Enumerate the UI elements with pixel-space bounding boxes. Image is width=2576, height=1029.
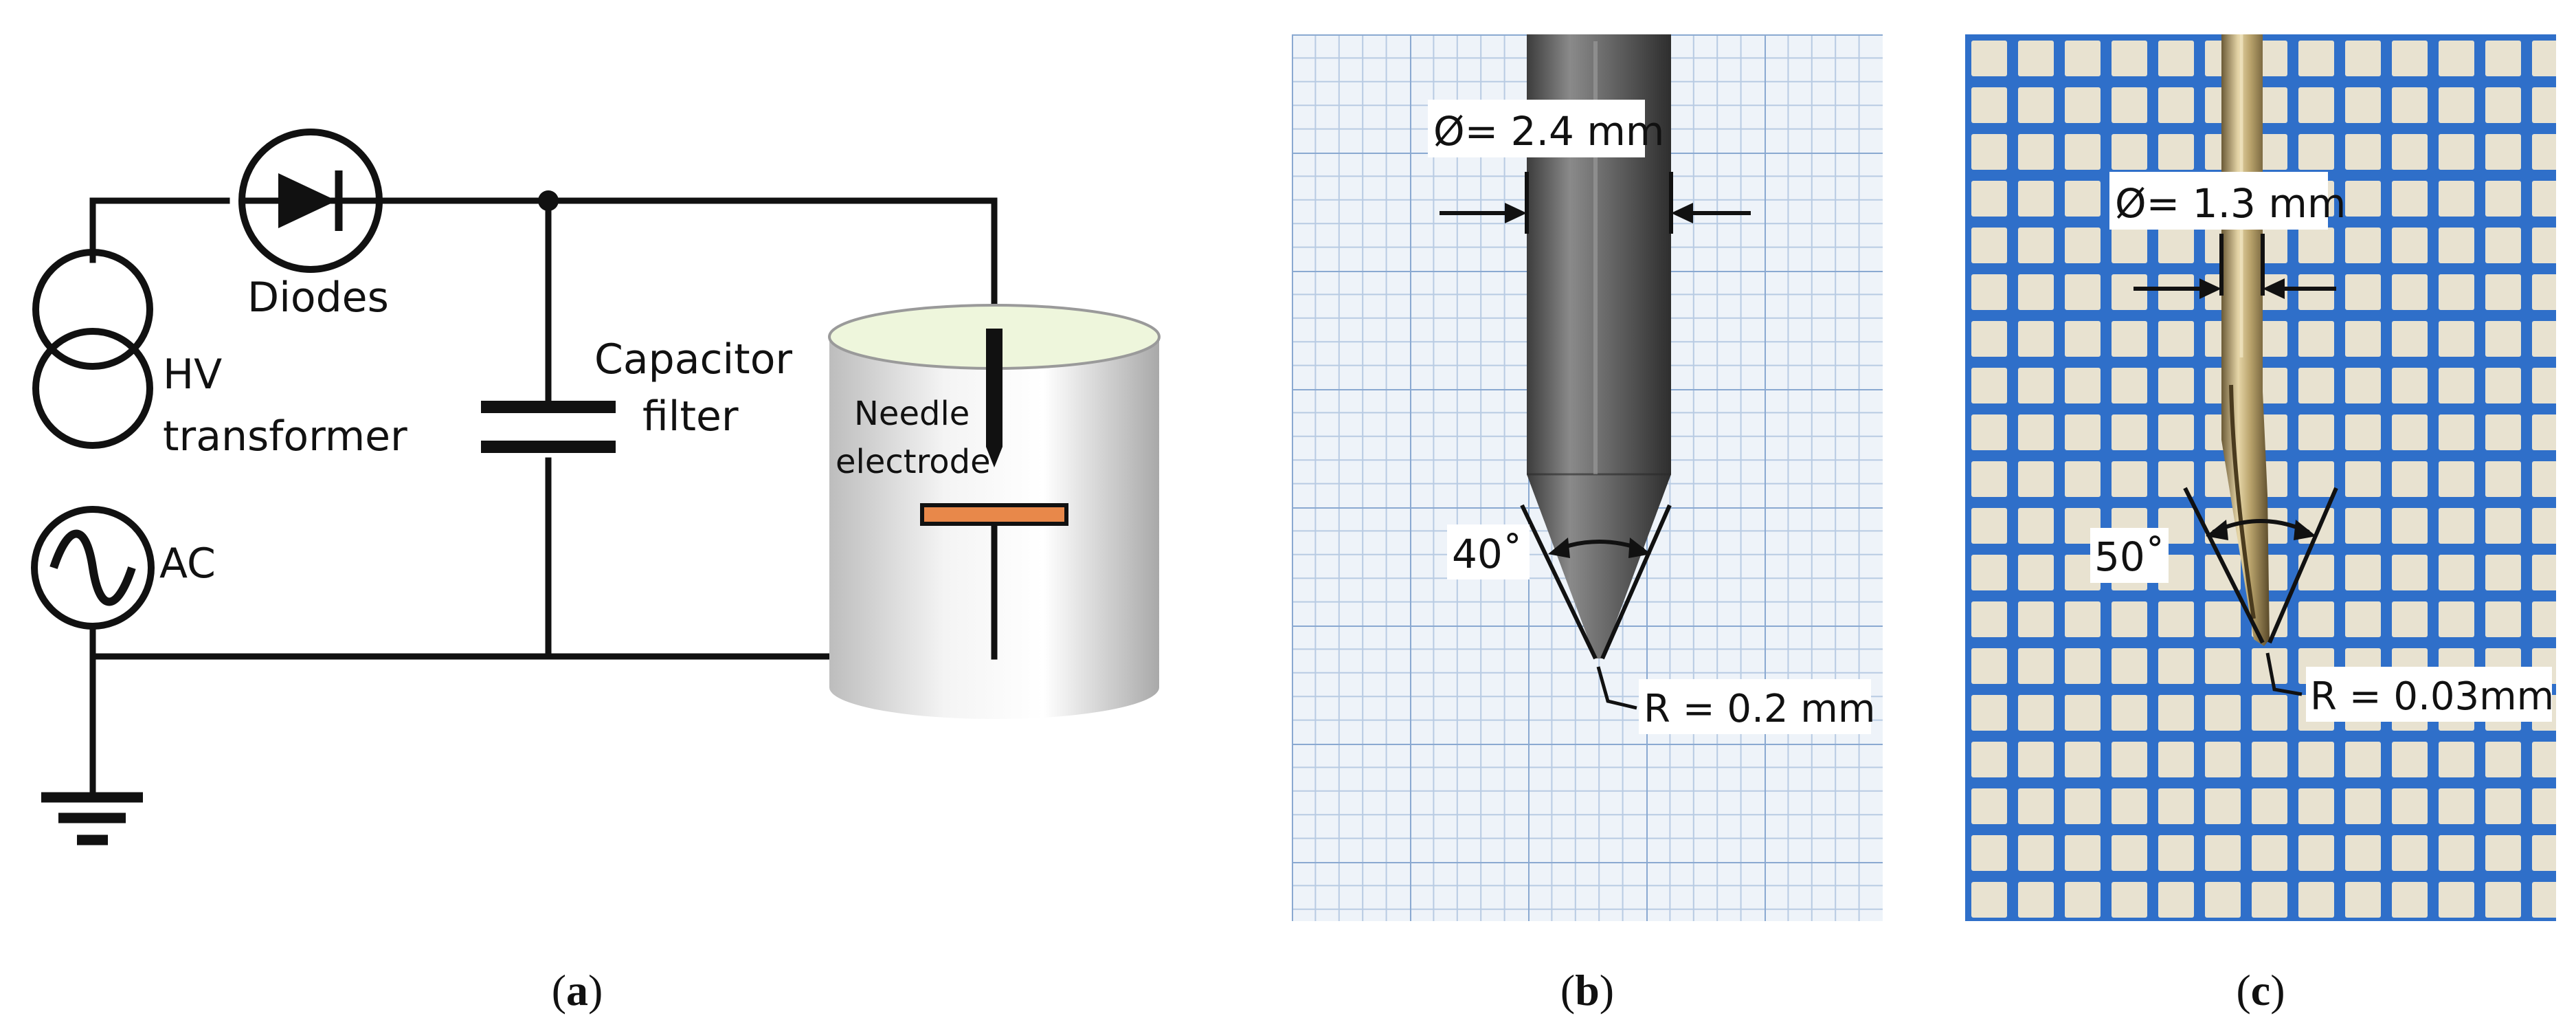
- panel-c-photo: Ø= 1.3 mm 50˚ R = 0.03mm (c): [1965, 34, 2556, 1015]
- angle-label-bg-b: [1447, 524, 1530, 579]
- caption-c: (c): [2236, 966, 2285, 1015]
- angle-dimension-c: [2183, 487, 2338, 644]
- angle-label-b: 40˚: [1452, 531, 1523, 577]
- capacitor-symbol: [481, 401, 616, 453]
- junction-dot: [538, 190, 559, 211]
- ground-symbol: [41, 792, 143, 845]
- label-electrode: electrode: [836, 443, 991, 481]
- label-diodes: Diodes: [247, 274, 389, 322]
- ac-source-symbol: [31, 506, 155, 630]
- angle-dimension-b: [1520, 504, 1672, 660]
- panel-b-photo: Ø= 2.4 mm 40˚ R = 0.2 mm (b): [1292, 34, 1883, 1015]
- plate-electrode: [920, 503, 1068, 526]
- label-transformer: transformer: [163, 412, 407, 461]
- panel-a-circuit: Diodes HV transformer AC Capacitor filte…: [31, 129, 1161, 1015]
- radius-leader-b: [1596, 666, 1637, 710]
- angle-label-bg-c: [2090, 528, 2169, 583]
- diameter-label-bg-b: [1428, 100, 1645, 157]
- label-needle: Needle: [854, 395, 970, 433]
- label-hv: HV: [163, 351, 222, 399]
- radius-label-c: R = 0.03mm: [2310, 674, 2554, 719]
- label-capacitor: Capacitor: [594, 335, 792, 384]
- diameter-dimension-c: [2133, 234, 2336, 299]
- needle-electrode: [986, 329, 1003, 467]
- diameter-dimension-b: [1440, 172, 1751, 234]
- angle-label-c: 50˚: [2094, 533, 2165, 580]
- label-filter: filter: [642, 392, 739, 441]
- diameter-label-bg-c: [2109, 172, 2328, 230]
- wire-top: [89, 197, 998, 328]
- radius-leader-c: [2265, 652, 2303, 696]
- diameter-label-b: Ø= 2.4 mm: [1433, 108, 1664, 155]
- hv-transformer-symbol: [32, 249, 153, 449]
- diode-symbol: [238, 129, 383, 273]
- caption-a: (a): [552, 966, 603, 1015]
- caption-b: (b): [1560, 966, 1614, 1015]
- diameter-label-c: Ø= 1.3 mm: [2115, 180, 2346, 227]
- radius-label-bg-b: [1639, 679, 1871, 734]
- radius-label-b: R = 0.2 mm: [1644, 687, 1875, 731]
- radius-label-bg-c: [2306, 667, 2552, 722]
- label-ac: AC: [159, 540, 216, 588]
